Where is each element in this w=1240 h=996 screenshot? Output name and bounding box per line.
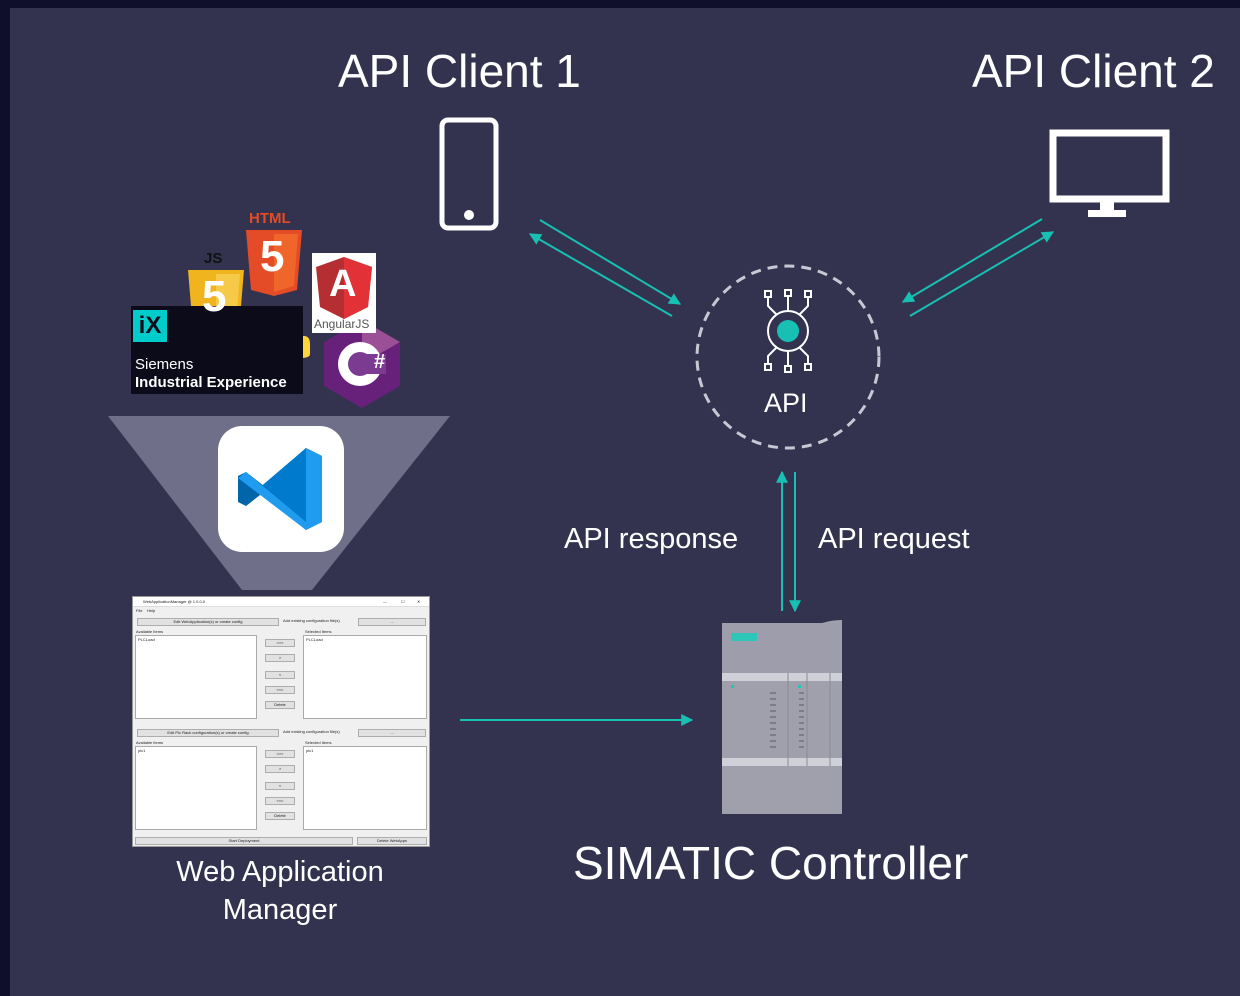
- js5-digit: 5: [202, 272, 227, 321]
- move-all-right-button-1[interactable]: >>>: [265, 639, 295, 647]
- delete-webapps-button[interactable]: Delete WebApps: [357, 837, 427, 845]
- selected-item-2[interactable]: plc1: [306, 748, 314, 753]
- available-item-2[interactable]: plc1: [138, 748, 146, 753]
- network-hub-icon: [764, 289, 812, 373]
- hub-core-dot: [777, 320, 799, 342]
- wam-menu-file[interactable]: File: [136, 608, 143, 613]
- industrial-experience-text: Industrial Experience: [135, 374, 287, 391]
- monitor-icon: [1049, 129, 1170, 217]
- simatic-controller-label: SIMATIC Controller: [573, 837, 969, 889]
- web-app-manager-label-line1: Web Application: [176, 856, 384, 888]
- arrow-client1-to-hub: [539, 219, 682, 305]
- wam-menubar: File Help: [133, 607, 429, 613]
- arrow-hub-to-client1: [528, 233, 673, 317]
- available-list-1[interactable]: PLCLoad: [135, 635, 257, 719]
- csharp-logo: [324, 320, 400, 408]
- plc-controller-icon: [722, 620, 842, 814]
- wam-minimize-button[interactable]: —: [383, 599, 387, 604]
- wam-menu-help[interactable]: Help: [147, 608, 156, 613]
- api-client-1-label: API Client 1: [338, 45, 581, 97]
- add-config-label-2: Add existing configuration file(s): [283, 729, 340, 734]
- selected-items-label-1: Selected Items: [305, 629, 332, 634]
- html-text: HTML: [249, 210, 291, 227]
- wam-titlebar: WebApplicationManager @ 1.0.0.0 — ☐ ✕: [133, 597, 429, 607]
- wam-maximize-button[interactable]: ☐: [401, 599, 405, 604]
- delete-button-2[interactable]: Delete: [265, 812, 295, 820]
- browse-button-1[interactable]: ...: [358, 618, 426, 626]
- csharp-sign: #: [374, 351, 386, 373]
- js-text: JS: [204, 250, 223, 267]
- siemens-text: Siemens: [135, 356, 194, 373]
- arrow-hub-to-client2: [909, 231, 1055, 317]
- available-items-label-1: Available Items: [136, 629, 164, 634]
- available-list-2[interactable]: plc1: [135, 746, 257, 830]
- wam-close-button[interactable]: ✕: [417, 599, 421, 604]
- siemens-ix-logo: iX Siemens Industrial Experience: [131, 306, 303, 394]
- angularjs-logo: A AngularJS: [312, 253, 376, 333]
- available-item-1[interactable]: PLCLoad: [138, 637, 155, 642]
- selected-list-1[interactable]: PLCLoad: [303, 635, 427, 719]
- edit-webapps-button[interactable]: Edit WebApplication(s) or create config: [137, 618, 279, 626]
- move-right-button-1[interactable]: >: [265, 654, 295, 662]
- web-app-manager-window: WebApplicationManager @ 1.0.0.0 — ☐ ✕ Fi…: [132, 596, 430, 847]
- edit-plc-button[interactable]: Edit Plc Rack configuration(s) or create…: [137, 729, 279, 737]
- angular-letter: A: [329, 263, 357, 305]
- move-left-button-1[interactable]: <: [265, 671, 295, 679]
- wam-title: WebApplicationManager @ 1.0.0.0: [143, 599, 206, 604]
- available-items-label-2: Available Items: [136, 740, 164, 745]
- move-left-button-2[interactable]: <: [265, 782, 295, 790]
- arrow-client2-to-hub: [901, 218, 1043, 303]
- browse-button-2[interactable]: ...: [358, 729, 426, 737]
- delete-button-1[interactable]: Delete: [265, 701, 295, 709]
- selected-items-label-2: Selected Items: [305, 740, 332, 745]
- add-config-label-1: Add existing configuration file(s): [283, 618, 340, 623]
- angular-text: AngularJS: [314, 317, 370, 331]
- move-right-button-2[interactable]: >: [265, 765, 295, 773]
- move-all-left-button-2[interactable]: <<<: [265, 797, 295, 805]
- move-all-right-button-2[interactable]: >>>: [265, 750, 295, 758]
- selected-list-2[interactable]: plc1: [303, 746, 427, 830]
- api-request-label: API request: [818, 523, 970, 555]
- html5-digit: 5: [260, 232, 285, 281]
- html5-logo: [246, 230, 302, 296]
- ix-mark: iX: [133, 310, 167, 342]
- web-app-manager-label-line2: Manager: [222, 894, 338, 926]
- move-all-left-button-1[interactable]: <<<: [265, 686, 295, 694]
- vscode-icon: [218, 426, 344, 552]
- start-deployment-button[interactable]: Start Deployment: [135, 837, 353, 845]
- diagram-canvas: iX Siemens Industrial Experience A Angul…: [10, 8, 1240, 996]
- api-hub-circle: [695, 264, 881, 450]
- api-client-2-label: API Client 2: [972, 45, 1215, 97]
- api-hub-label: API: [764, 388, 808, 418]
- api-response-label: API response: [564, 523, 739, 555]
- selected-item-1[interactable]: PLCLoad: [306, 637, 323, 642]
